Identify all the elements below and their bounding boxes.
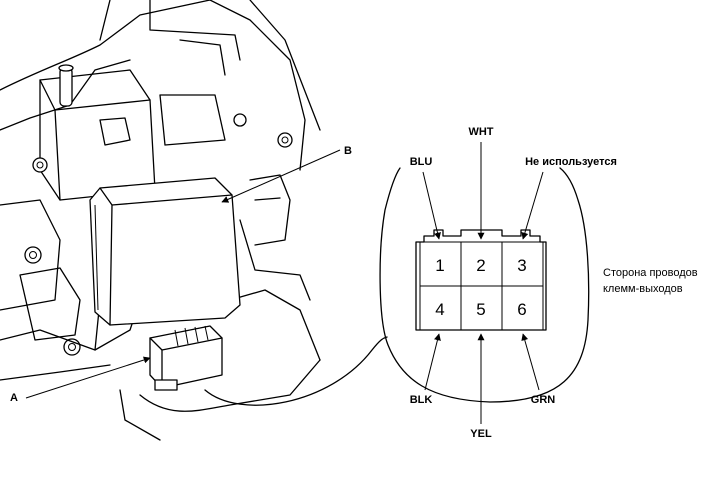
wire-label-unused: Не используется — [525, 156, 617, 168]
wire-label-grn: GRN — [531, 394, 556, 406]
connector-caption: Сторона проводов клемм-выходов — [603, 267, 698, 295]
pin-number-6: 6 — [517, 300, 526, 319]
wire-arrow-blk — [424, 333, 441, 391]
pin-cell-6 — [501, 285, 544, 331]
pin-block — [415, 229, 547, 331]
callout-b-label: B — [344, 145, 352, 157]
caption-line-2: клемм-выходов — [603, 283, 683, 295]
callout-a-label: A — [10, 392, 18, 404]
caption-line-1: Сторона проводов — [603, 267, 698, 279]
bolt — [277, 132, 293, 148]
connector-outline — [379, 167, 590, 403]
callout-a-arrow — [25, 356, 151, 399]
wire-label-blk: BLK — [410, 394, 433, 406]
pin-number-2: 2 — [476, 256, 485, 275]
pin-number-1: 1 — [435, 256, 444, 275]
wire-arrow-grn — [521, 333, 540, 391]
relay-b — [89, 177, 241, 326]
wire-arrow-unused — [521, 171, 544, 240]
pin-number-4: 4 — [435, 300, 444, 319]
wire-label-blu: BLU — [410, 156, 433, 168]
pin-number-3: 3 — [517, 256, 526, 275]
callout-a: A — [10, 356, 151, 404]
callout-b-arrow — [221, 149, 341, 203]
harness-wire — [204, 336, 388, 406]
component-illustration — [0, 0, 388, 441]
wire-label-yel: YEL — [470, 428, 492, 440]
pin-number-5: 5 — [476, 300, 485, 319]
connector-face: 1 2 3 4 5 6 — [379, 167, 590, 403]
pipe-fitting — [59, 67, 73, 107]
bolt — [24, 246, 42, 264]
connector-a — [149, 325, 223, 391]
bolt — [32, 157, 48, 173]
wire-arrow-blu — [422, 171, 441, 240]
wire-labels: BLU WHT Не используется BLK YEL GRN — [410, 126, 617, 440]
callout-b: B — [221, 145, 352, 203]
wire-label-wht: WHT — [468, 126, 493, 138]
